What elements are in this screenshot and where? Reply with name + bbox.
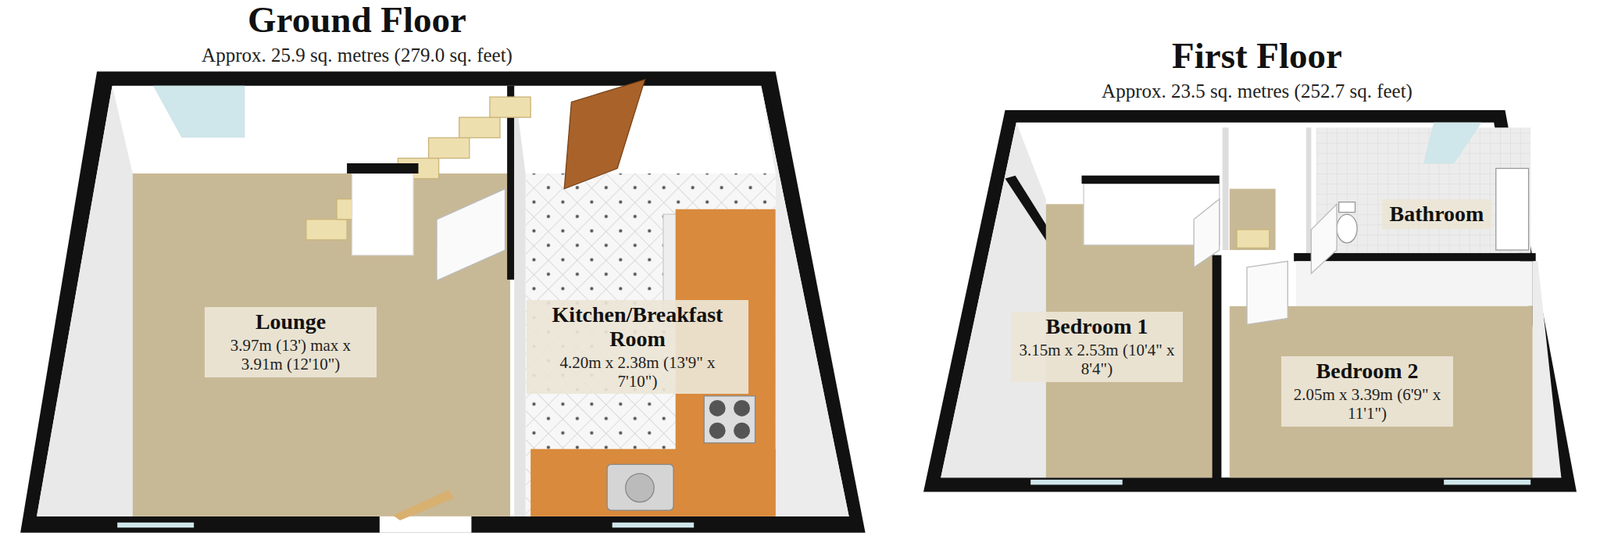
door-step <box>392 489 454 521</box>
hob-ring <box>709 400 726 417</box>
tiled-floor <box>525 173 776 517</box>
floor-heading-block: Ground FloorApprox. 25.9 sq. metres (279… <box>117 0 597 68</box>
toilet <box>1336 214 1358 243</box>
window <box>612 522 694 529</box>
stair-enclosure <box>352 173 414 255</box>
room: Bathroom <box>1364 175 1510 254</box>
window <box>1423 122 1482 164</box>
stair-step <box>459 117 500 138</box>
hob-ring <box>733 422 750 440</box>
window <box>117 522 194 529</box>
interior-wall <box>1081 175 1219 184</box>
wall-face <box>36 85 850 517</box>
hob <box>703 396 755 443</box>
stair-step <box>306 219 347 240</box>
cistern <box>1339 202 1356 213</box>
hob-ring <box>733 400 750 417</box>
room-label-panel: Kitchen/Breakfast Room4.20m x 2.38m (13'… <box>526 300 749 394</box>
hob-ring <box>709 422 726 440</box>
wall-face <box>1296 260 1533 306</box>
floor-plan: BathroomBedroom 13.15m x 2.53m (10'4" x … <box>898 0 1600 536</box>
door <box>1310 203 1337 274</box>
room-name: Lounge <box>212 310 369 335</box>
room-name: Bathroom <box>1389 202 1485 227</box>
stair-step <box>428 137 470 158</box>
room-label-panel: Bedroom 13.15m x 2.53m (10'4" x 8'4") <box>1010 311 1183 382</box>
room-label-panel: Bedroom 22.05m x 3.39m (6'9" x 11'1") <box>1281 356 1454 426</box>
carpet-floor <box>1229 306 1533 478</box>
wall-face <box>1306 127 1312 255</box>
wall-face <box>1532 260 1562 478</box>
stair-step <box>489 96 531 118</box>
room: Kitchen/Breakfast Room4.20m x 2.38m (13'… <box>523 178 752 516</box>
room-dimensions: 4.20m x 2.38m (13'9" x 7'10") <box>559 353 716 391</box>
window <box>1030 479 1123 486</box>
wall-face <box>1222 127 1229 250</box>
outer-wall <box>923 110 1577 492</box>
floor-title: Ground Floor <box>117 0 597 41</box>
wall-face <box>514 85 525 517</box>
room-label-panel: Bathroom <box>1382 199 1493 230</box>
worktop <box>530 449 775 517</box>
outer-wall <box>20 71 865 533</box>
window <box>153 85 246 139</box>
floor-title: First Floor <box>1054 35 1460 77</box>
landing-floor <box>1229 189 1276 250</box>
sink-bowl <box>625 473 655 503</box>
interior-wall <box>1212 255 1222 480</box>
room-name: Bedroom 2 <box>1289 359 1446 384</box>
bath <box>1496 168 1529 250</box>
door <box>1246 260 1288 325</box>
window <box>1443 479 1531 486</box>
wall-face <box>36 85 133 517</box>
room: Bedroom 13.15m x 2.53m (10'4" x 8'4") <box>945 203 1249 491</box>
door <box>436 189 506 282</box>
wall-face <box>940 122 1561 479</box>
room-dimensions: 3.97m (13') max x 3.91m (12'10") <box>212 335 369 374</box>
wall-face <box>940 122 1047 479</box>
tiled-floor <box>1316 127 1531 254</box>
front-door <box>564 79 645 190</box>
stair-top <box>1236 229 1270 249</box>
room-dimensions: 3.15m x 2.53m (10'4" x 8'4") <box>1018 340 1175 379</box>
stair-enclosure-top <box>346 163 418 174</box>
floor-heading-block: First FloorApprox. 23.5 sq. metres (252.… <box>1054 35 1460 104</box>
floor-plan: Lounge3.97m (13') max x 3.91m (12'10") Ki… <box>0 0 875 536</box>
room: Bedroom 22.05m x 3.39m (6'9" x 11'1") <box>1273 281 1461 502</box>
floor-area: Approx. 25.9 sq. metres (279.0 sq. feet) <box>117 43 597 68</box>
carpet-floor <box>132 173 511 517</box>
room-name: Kitchen/Breakfast Room <box>534 303 741 352</box>
plan-scale-group <box>20 71 1577 533</box>
room: Lounge3.97m (13') max x 3.91m (12'10") <box>132 173 449 511</box>
door <box>1193 199 1220 268</box>
sink <box>607 464 674 511</box>
room-dimensions: 2.05m x 3.39m (6'9" x 11'1") <box>1289 385 1446 423</box>
entrance <box>379 516 472 533</box>
floor-area: Approx. 23.5 sq. metres (252.7 sq. feet) <box>1054 79 1460 104</box>
room-name: Bedroom 1 <box>1018 314 1175 340</box>
room-label-panel: Lounge3.97m (13') max x 3.91m (12'10") <box>204 307 377 377</box>
